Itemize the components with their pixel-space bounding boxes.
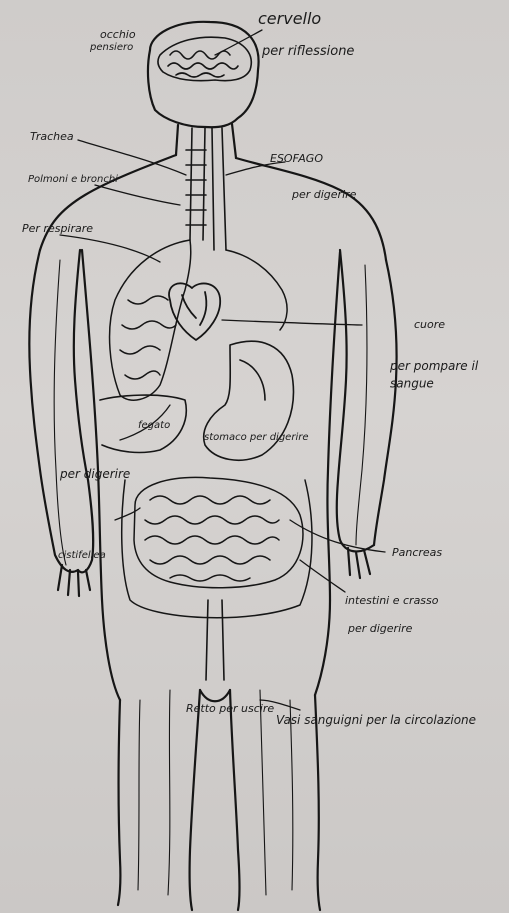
label-fegato: fegato <box>138 420 170 431</box>
rectum <box>206 600 224 680</box>
label-trachea: Trachea <box>30 130 74 143</box>
label-stomaco: stomaco per digerire <box>204 432 308 443</box>
label-pancreas: Pancreas <box>392 546 442 559</box>
label-retto: Retto per uscire <box>186 702 274 715</box>
trachea-esophagus <box>186 128 226 250</box>
label-occhio: occhio <box>100 28 136 41</box>
label-polmoni: Polmoni e bronchi <box>28 174 118 185</box>
label-intestini: intestini e crasso <box>345 594 439 607</box>
label-cuore: cuore <box>414 318 445 331</box>
label-per-riflessione: per riflessione <box>261 44 354 59</box>
intestines <box>122 477 312 617</box>
label-pensiero: pensiero <box>89 42 133 53</box>
label-cervello: cervello <box>258 9 321 28</box>
label-vasi: Vasi sanguigni per la circolazione <box>276 713 476 727</box>
label-cistifellea: cistifellea <box>58 550 106 561</box>
label-per-respirare: Per respirare <box>22 222 93 235</box>
label-esofago: ESOFAGO <box>270 152 323 165</box>
label-per-digerire-right: per digerire <box>347 622 413 635</box>
label-per-digerire-left: per digerire <box>59 467 130 481</box>
label-per-digerire-top: per digerire <box>291 188 357 201</box>
heart <box>169 283 220 340</box>
lungs <box>110 240 288 400</box>
